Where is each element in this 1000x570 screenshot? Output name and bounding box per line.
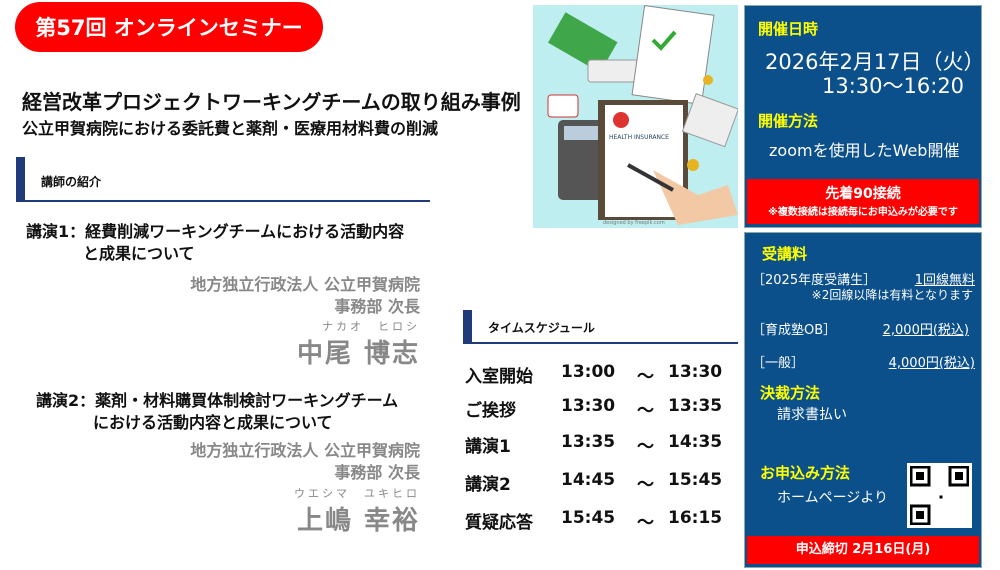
talk1-title-cont: と成果について xyxy=(83,244,195,263)
fee-price-ob: 2,000円(税込) xyxy=(882,323,969,338)
talk2-speaker-name: 上嶋 幸裕 xyxy=(296,506,420,536)
illustration-card-text: HEALTH INSURANCE xyxy=(609,134,669,141)
talk1-speaker-name: 中尾 博志 xyxy=(296,339,420,369)
schedule-start: 13:30 xyxy=(561,396,616,416)
talk2-position: 事務部 次長 xyxy=(334,463,420,482)
talk1-kana: ナカオ ヒロシ xyxy=(322,320,420,333)
schedule-end: 13:30 xyxy=(668,362,723,382)
apply-label: お申込み方法 xyxy=(760,464,851,482)
medical-insurance-illustration: HEALTH INSURANCE designed by freepik.com xyxy=(533,5,738,228)
section-bar xyxy=(16,157,25,200)
talk2-kana: ウエシマ ユキヒロ xyxy=(294,487,420,500)
apply-method: ホームページより xyxy=(777,490,889,506)
fee-note-students: ※2回線以降は有料となります xyxy=(811,288,973,302)
event-info-panel: 開催日時 2026年2月17日（火） 13:30～16:20 開催方法 zoom… xyxy=(744,5,985,228)
payment-label: 決裁方法 xyxy=(760,384,821,402)
schedule-sep: ～ xyxy=(637,513,654,533)
fee-label: 受講料 xyxy=(762,245,808,263)
schedule-end: 15:45 xyxy=(668,470,723,490)
page-title: 経営改革プロジェクトワーキングチームの取り組み事例 xyxy=(22,90,521,114)
schedule-start: 13:00 xyxy=(561,362,616,382)
schedule-sep: ～ xyxy=(637,475,654,495)
schedule-start: 13:35 xyxy=(561,432,616,452)
fee-category-students: ［2025年度受講生］ xyxy=(752,273,877,288)
talk2-org: 地方独立行政法人 公立甲賀病院 xyxy=(190,441,420,460)
deadline-banner: 申込締切 2月16日(月) xyxy=(747,536,979,564)
talk1-org: 地方独立行政法人 公立甲賀病院 xyxy=(190,275,420,294)
event-method: zoomを使用したWeb開催 xyxy=(769,141,960,160)
talk1-position: 事務部 次長 xyxy=(334,297,420,316)
illustration-credit: designed by freepik.com xyxy=(603,220,665,226)
fees-panel: 受講料 ［2025年度受講生］ 1回線無料 ※2回線以降は有料となります ［育成… xyxy=(744,232,982,568)
schedule-start: 14:45 xyxy=(561,470,616,490)
section-bar xyxy=(463,310,472,342)
section-label: タイムスケジュール xyxy=(488,321,595,335)
talk1-title: 講演1：経費削減ワーキングチームにおける活動内容 xyxy=(26,222,405,241)
event-date: 2026年2月17日（火） xyxy=(765,50,985,74)
fee-price-general: 4,000円(税込) xyxy=(888,356,975,371)
schedule-end: 13:35 xyxy=(668,396,723,416)
fee-category-general: ［一般］ xyxy=(752,356,805,371)
schedule-label: 講演1 xyxy=(465,437,511,457)
capacity-note: ※複数接続は接続毎にお申込みが必要です xyxy=(768,207,958,218)
payment-method: 請求書払い xyxy=(777,407,847,423)
schedule-sep: ～ xyxy=(637,437,654,457)
seminar-badge: 第57回 オンラインセミナー xyxy=(15,2,323,52)
speakers-section-header: 講師の紹介 xyxy=(16,157,430,202)
schedule-section-header: タイムスケジュール xyxy=(463,310,738,344)
event-time: 13:30～16:20 xyxy=(822,74,965,98)
schedule-label: 質疑応答 xyxy=(465,513,533,533)
capacity-banner: 先着90接続 ※複数接続は接続毎にお申込みが必要です xyxy=(747,179,979,224)
talk2-title: 講演2：薬剤・材料購買体制検討ワーキングチーム xyxy=(36,391,399,410)
schedule-label: 講演2 xyxy=(465,475,511,495)
schedule-end: 16:15 xyxy=(668,508,723,528)
schedule-label: 入室開始 xyxy=(465,367,533,387)
schedule-start: 15:45 xyxy=(561,508,616,528)
page-subtitle: 公立甲賀病院における委託費と薬剤・医療用材料費の削減 xyxy=(22,119,439,138)
schedule-end: 14:35 xyxy=(668,432,723,452)
schedule-sep: ～ xyxy=(637,401,654,421)
date-label: 開催日時 xyxy=(758,20,819,38)
capacity: 先着90接続 xyxy=(825,186,901,202)
fee-price-students: 1回線無料 xyxy=(914,273,975,288)
section-label: 講師の紹介 xyxy=(41,175,102,189)
qr-code[interactable] xyxy=(907,463,972,528)
schedule-label: ご挨拶 xyxy=(465,401,516,421)
talk2-title-cont: における活動内容と成果について xyxy=(93,413,333,432)
schedule-sep: ～ xyxy=(637,367,654,387)
fee-category-ob: ［育成塾OB］ xyxy=(752,323,837,338)
method-label: 開催方法 xyxy=(758,112,819,130)
